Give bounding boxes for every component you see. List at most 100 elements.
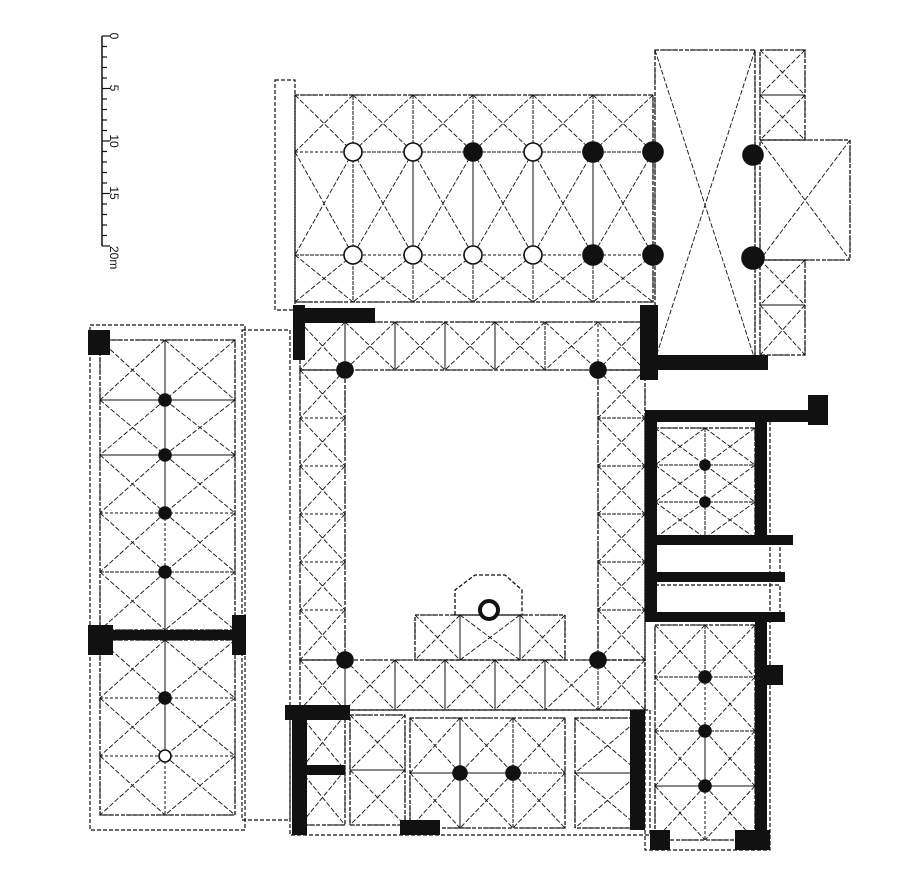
diagonal-rib: [349, 769, 406, 826]
wall-segment: [735, 830, 770, 850]
diagonal-rib: [299, 417, 346, 467]
vault-bay: [349, 714, 406, 771]
diagonal-rib: [519, 614, 566, 661]
diagonal-rib: [597, 561, 646, 611]
vault-bay: [759, 304, 806, 356]
vault-bay: [299, 513, 346, 563]
solid-pier: [698, 670, 712, 684]
diagonal-rib: [412, 254, 474, 303]
fountain: [478, 599, 500, 621]
solid-pier: [505, 765, 521, 781]
diagonal-rib: [654, 427, 706, 466]
diagonal-rib: [299, 609, 346, 661]
diagonal-rib: [299, 369, 346, 419]
vault-bay: [294, 151, 354, 256]
vault-bay: [394, 659, 446, 711]
solid-pier: [463, 142, 483, 162]
vault-bay: [654, 624, 706, 678]
vault-bay: [512, 717, 566, 774]
vault-bay: [654, 427, 706, 466]
diagonal-rib: [512, 772, 566, 829]
vault-bay: [164, 639, 236, 699]
wall-segment: [292, 710, 307, 835]
diagonal-rib: [597, 321, 646, 371]
cloister-west-walk-outline: [299, 369, 346, 661]
chancel-chapels-north: [759, 49, 806, 141]
solid-pier: [158, 393, 172, 407]
diagonal-rib: [444, 321, 496, 371]
diagonal-rib: [597, 417, 646, 467]
vault-bay: [532, 151, 594, 256]
vault-bay: [414, 614, 461, 661]
solid-pier: [642, 244, 664, 266]
vault-bay: [597, 659, 646, 711]
vault-bay: [412, 254, 474, 303]
diagonal-rib: [597, 609, 646, 661]
vault-bay: [759, 139, 851, 261]
bay-outline: [99, 755, 166, 816]
diagonal-rib: [164, 339, 236, 401]
diagonal-rib: [349, 714, 406, 771]
vault-bay: [299, 609, 346, 661]
vault-bay: [512, 772, 566, 829]
diagonal-rib: [597, 659, 646, 711]
bay-outline: [352, 254, 414, 303]
open-pier: [343, 142, 363, 162]
crossing: [654, 49, 756, 361]
solid-pier: [158, 506, 172, 520]
vault-bay: [532, 254, 594, 303]
bay-outline: [472, 254, 534, 303]
vault-bay: [597, 417, 646, 467]
fountain-apse: [454, 574, 523, 616]
diagonal-rib: [394, 321, 446, 371]
diagonal-rib: [294, 94, 354, 153]
diagonal-rib: [654, 676, 706, 732]
vault-bay: [344, 659, 396, 711]
diagonal-rib: [532, 254, 594, 303]
vaulted-rooms: [89, 49, 851, 851]
diagonal-rib: [597, 417, 646, 467]
open-pier: [403, 245, 423, 265]
wall-segment: [232, 615, 246, 655]
vault-bay: [352, 94, 414, 153]
diagonal-rib: [414, 614, 461, 661]
diagonal-rib: [352, 151, 414, 256]
diagonal-rib: [99, 571, 166, 631]
east-passage-1: [654, 539, 781, 576]
vault-bay: [394, 321, 446, 371]
vault-bay: [654, 730, 706, 787]
diagonal-rib: [294, 94, 354, 153]
vault-bay: [519, 614, 566, 661]
nave-outline: [294, 94, 654, 303]
wall-segment: [648, 355, 768, 370]
scale-label-20m: 20m: [107, 246, 121, 269]
diagonal-rib: [704, 785, 756, 841]
east-arm: [759, 139, 851, 261]
bay-outline: [294, 151, 354, 256]
vault-bay: [597, 513, 646, 563]
diagonal-rib: [99, 512, 166, 573]
vault-bay: [654, 49, 756, 361]
diagonal-rib: [574, 717, 641, 774]
vault-bay: [299, 369, 346, 419]
bay-outline: [544, 659, 599, 711]
diagonal-rib: [654, 501, 706, 539]
vault-bay: [164, 512, 236, 573]
scale-label-0: 0: [107, 33, 121, 40]
wall-segment: [645, 572, 785, 582]
vault-bay: [409, 717, 461, 774]
wall-segment: [113, 630, 233, 640]
solid-walls: [88, 305, 828, 850]
vault-bay: [164, 454, 236, 514]
bay-outline: [759, 304, 806, 356]
diagonal-rib: [654, 49, 756, 361]
diagonal-rib: [704, 427, 756, 466]
diagonal-rib: [592, 254, 654, 303]
vault-bay: [99, 512, 166, 573]
diagonal-rib: [299, 714, 346, 771]
bay-outline: [164, 755, 236, 816]
vault-bay: [592, 254, 654, 303]
bay-outline: [597, 369, 646, 419]
diagonal-rib: [759, 49, 806, 96]
diagonal-rib: [704, 464, 756, 503]
